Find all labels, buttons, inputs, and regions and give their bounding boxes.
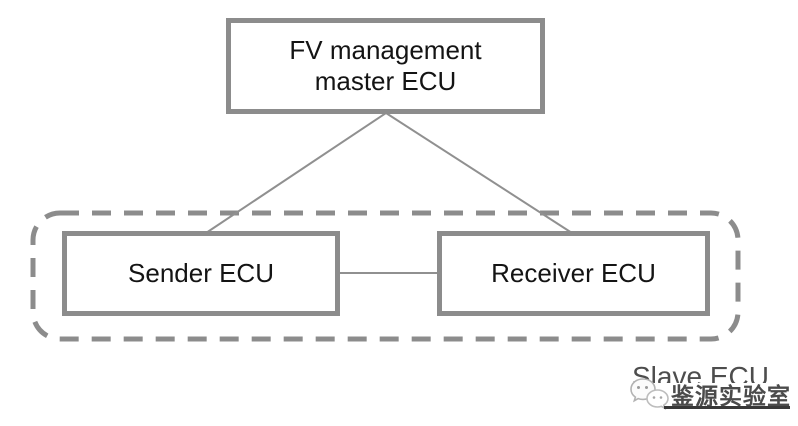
slave-group-boundary — [30, 210, 741, 342]
edge-master-to-sender — [205, 112, 387, 234]
receiver-ecu-label: Receiver ECU — [491, 258, 656, 288]
node-master-ecu: FV management master ECU — [226, 18, 545, 114]
edge-master-to-receiver — [385, 112, 573, 234]
watermark-underline — [664, 406, 790, 409]
master-ecu-label-line1: FV management — [289, 35, 482, 65]
node-sender-ecu: Sender ECU — [62, 231, 340, 316]
watermark-text: 鉴源实验室 — [671, 383, 791, 409]
wechat-logo-icon — [630, 378, 669, 410]
sender-ecu-label: Sender ECU — [128, 258, 274, 288]
master-ecu-label-line2: master ECU — [314, 66, 457, 96]
node-receiver-ecu: Receiver ECU — [437, 231, 710, 316]
